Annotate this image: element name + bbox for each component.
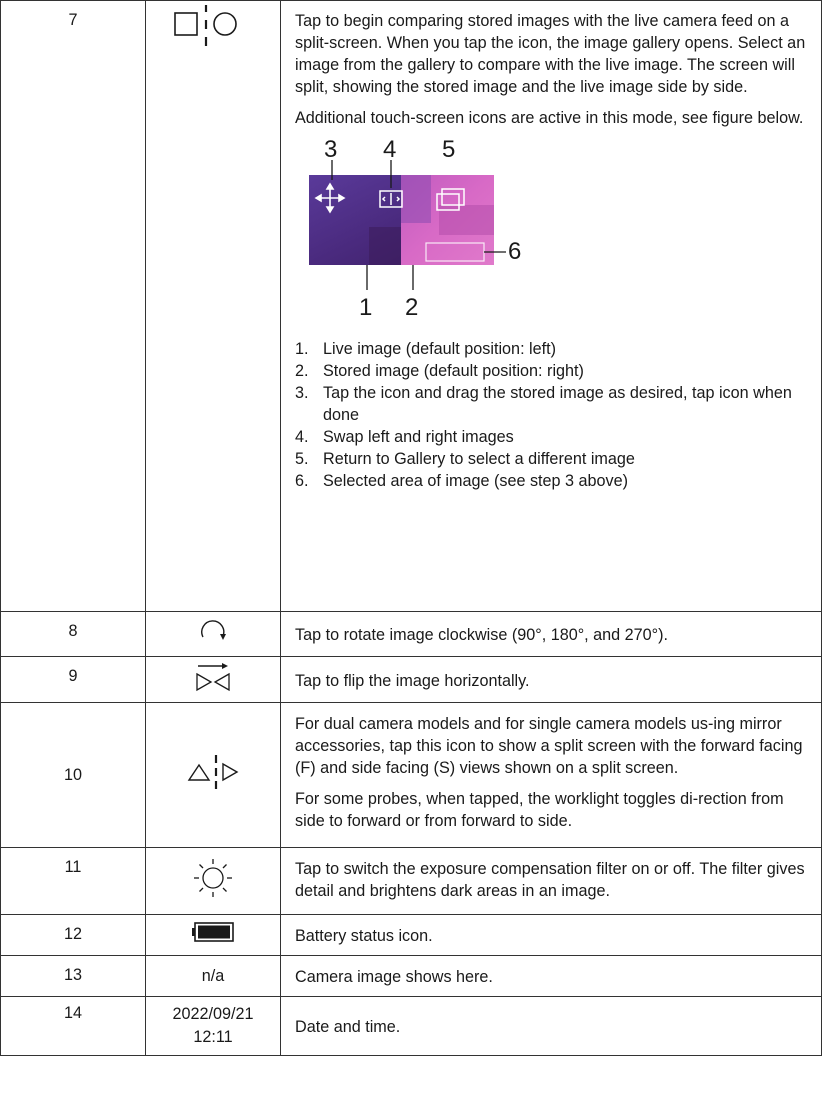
description-cell: Battery status icon.	[280, 914, 822, 956]
description-paragraph: Tap to rotate image clockwise (90°, 180°…	[295, 626, 669, 644]
figure-legend-list: 1.Live image (default position: left) 2.…	[295, 338, 807, 492]
flip-horizontal-icon	[196, 662, 230, 691]
description-paragraph: Battery status icon.	[295, 927, 433, 945]
table-row: 9 Tap to flip the image horizontally.	[0, 656, 822, 703]
icon-cell	[145, 611, 281, 657]
description-paragraph: Camera image shows here.	[295, 968, 493, 986]
row-number: 7	[0, 0, 146, 612]
split-screen-figure: 3 4 5 6 1 2	[309, 138, 549, 326]
row-number: 9	[0, 656, 146, 703]
description-paragraph: Tap to switch the exposure compensation …	[295, 860, 805, 900]
icon-cell	[145, 847, 281, 915]
figure-label: 6	[508, 238, 522, 265]
row-number: 10	[0, 702, 146, 848]
battery-icon	[192, 922, 234, 942]
figure-label: 2	[405, 294, 419, 321]
icon-cell: 2022/09/21 12:11	[145, 996, 281, 1056]
table-row: 13 n/a Camera image shows here.	[0, 955, 822, 997]
table-row: 12 Battery status icon.	[0, 914, 822, 956]
list-item: 1.Live image (default position: left)	[295, 340, 557, 358]
description-cell: For dual camera models and for single ca…	[280, 702, 822, 848]
list-item: 3.Tap the icon and drag the stored image…	[295, 384, 792, 424]
description-cell: Tap to begin comparing stored images wit…	[280, 0, 822, 612]
time-text: 12:11	[193, 1028, 233, 1046]
description-cell: Tap to switch the exposure compensation …	[280, 847, 822, 915]
list-item: 5.Return to Gallery to select a differen…	[295, 450, 635, 468]
icon-cell-text: n/a	[145, 955, 281, 997]
icon-cell	[145, 914, 281, 956]
list-item: 2.Stored image (default position: right)	[295, 362, 584, 380]
icon-cell	[145, 656, 281, 703]
description-paragraph: For some probes, when tapped, the workli…	[295, 790, 784, 830]
table-row: 11 Tap to switch the exposure compensati…	[0, 847, 822, 915]
description-paragraph: Additional touch-screen icons are active…	[295, 109, 804, 127]
row-number: 13	[0, 955, 146, 997]
split-compare-icon	[174, 5, 237, 46]
row-number: 12	[0, 914, 146, 956]
description-paragraph: Tap to begin comparing stored images wit…	[295, 12, 806, 96]
table-row: 8 Tap to rotate image clockwise (90°, 18…	[0, 611, 822, 657]
table-row: 10 For dual camera models and for single…	[0, 702, 822, 848]
description-paragraph: Date and time.	[295, 1018, 401, 1036]
row-number: 8	[0, 611, 146, 657]
dual-camera-split-icon	[187, 755, 239, 789]
description-cell: Camera image shows here.	[280, 955, 822, 997]
figure-label: 3	[324, 136, 338, 163]
rotate-clockwise-icon	[201, 620, 226, 640]
icon-cell	[145, 702, 281, 848]
list-item: 4.Swap left and right images	[295, 428, 514, 446]
date-text: 2022/09/21	[172, 1005, 254, 1023]
description-paragraph: For dual camera models and for single ca…	[295, 715, 803, 777]
description-cell: Tap to flip the image horizontally.	[280, 656, 822, 703]
description-cell: Tap to rotate image clockwise (90°, 180°…	[280, 611, 822, 657]
figure-label: 4	[383, 136, 397, 163]
table-row: 7 Tap to begin comparing stored images w…	[0, 0, 822, 612]
figure-label: 1	[359, 294, 373, 321]
icon-cell	[145, 0, 281, 612]
icon-reference-table: 7 Tap to begin comparing stored images w…	[0, 0, 822, 1056]
exposure-sun-icon	[194, 859, 232, 897]
row-number: 14	[0, 996, 146, 1056]
row-number: 11	[0, 847, 146, 915]
description-cell: Date and time.	[280, 996, 822, 1056]
list-item: 6.Selected area of image (see step 3 abo…	[295, 472, 629, 490]
split-screen-preview-image	[309, 175, 494, 265]
swap-icon	[379, 190, 403, 208]
figure-label: 5	[442, 136, 456, 163]
move-icon	[314, 182, 346, 214]
callout-lines	[331, 160, 506, 290]
gallery-icon	[436, 188, 465, 211]
table-row: 14 2022/09/21 12:11 Date and time.	[0, 996, 822, 1056]
description-paragraph: Tap to flip the image horizontally.	[295, 671, 530, 690]
